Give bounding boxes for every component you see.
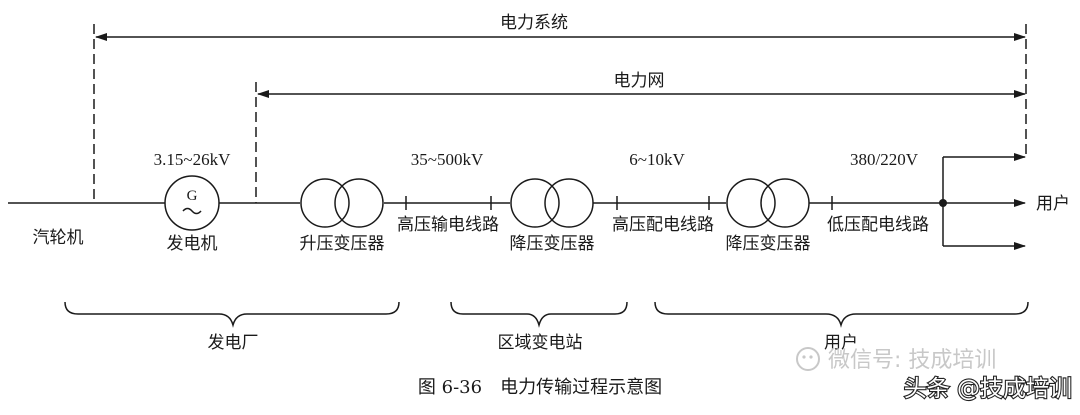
- junction-dot: [939, 199, 947, 207]
- step-down-transformer-1-label: 降压变压器: [510, 234, 595, 254]
- wechat-icon: [796, 347, 820, 371]
- power-plant-group-label: 发电厂: [208, 333, 259, 353]
- lv-distribution-line-label: 低压配电线路: [827, 215, 929, 235]
- wechat-watermark-text: 微信号: 技成培训: [828, 348, 996, 373]
- users-brace: [654, 301, 1029, 328]
- regional-substation-brace: [450, 301, 628, 328]
- generator-label: 发电机: [167, 234, 218, 254]
- generator-symbol-circle: [164, 175, 220, 231]
- generator-voltage-label: 3.15~26kV: [154, 150, 231, 169]
- hv-transmission-line-label: 高压输电线路: [397, 215, 499, 235]
- user-output-label: 用户: [1036, 194, 1070, 214]
- power-system-label: 电力系统: [500, 13, 568, 33]
- lv-voltage-label: 380/220V: [850, 150, 919, 169]
- step-down-transformer-2-coil-1: [726, 178, 776, 228]
- users-group-label: 用户: [824, 333, 858, 353]
- generator-symbol-letter: G: [187, 188, 198, 204]
- toutiao-watermark: 头条 @技成培训: [904, 376, 1072, 402]
- regional-substation-group-label: 区域变电站: [498, 333, 583, 353]
- step-down-transformer-2-label: 降压变压器: [726, 234, 811, 254]
- hv-distribution-line-label: 高压配电线路: [612, 215, 714, 235]
- hv-voltage-label: 35~500kV: [411, 150, 484, 169]
- step-up-transformer-label: 升压变压器: [300, 234, 385, 254]
- mv-voltage-label: 6~10kV: [629, 150, 685, 169]
- power-plant-brace: [64, 301, 400, 328]
- wechat-watermark: 微信号: 技成培训: [796, 347, 996, 373]
- generator-tilde: [182, 207, 202, 215]
- figure-caption: 图 6-36 电力传输过程示意图: [418, 377, 662, 398]
- power-grid-label: 电力网: [614, 71, 665, 91]
- step-down-transformer-1-coil-1: [510, 178, 560, 228]
- turbine-label: 汽轮机: [33, 228, 84, 248]
- step-down-transformer-1-coil-2: [544, 178, 594, 228]
- step-down-transformer-2-coil-2: [760, 178, 810, 228]
- step-up-transformer-coil-1: [300, 178, 350, 228]
- step-up-transformer-coil-2: [334, 178, 384, 228]
